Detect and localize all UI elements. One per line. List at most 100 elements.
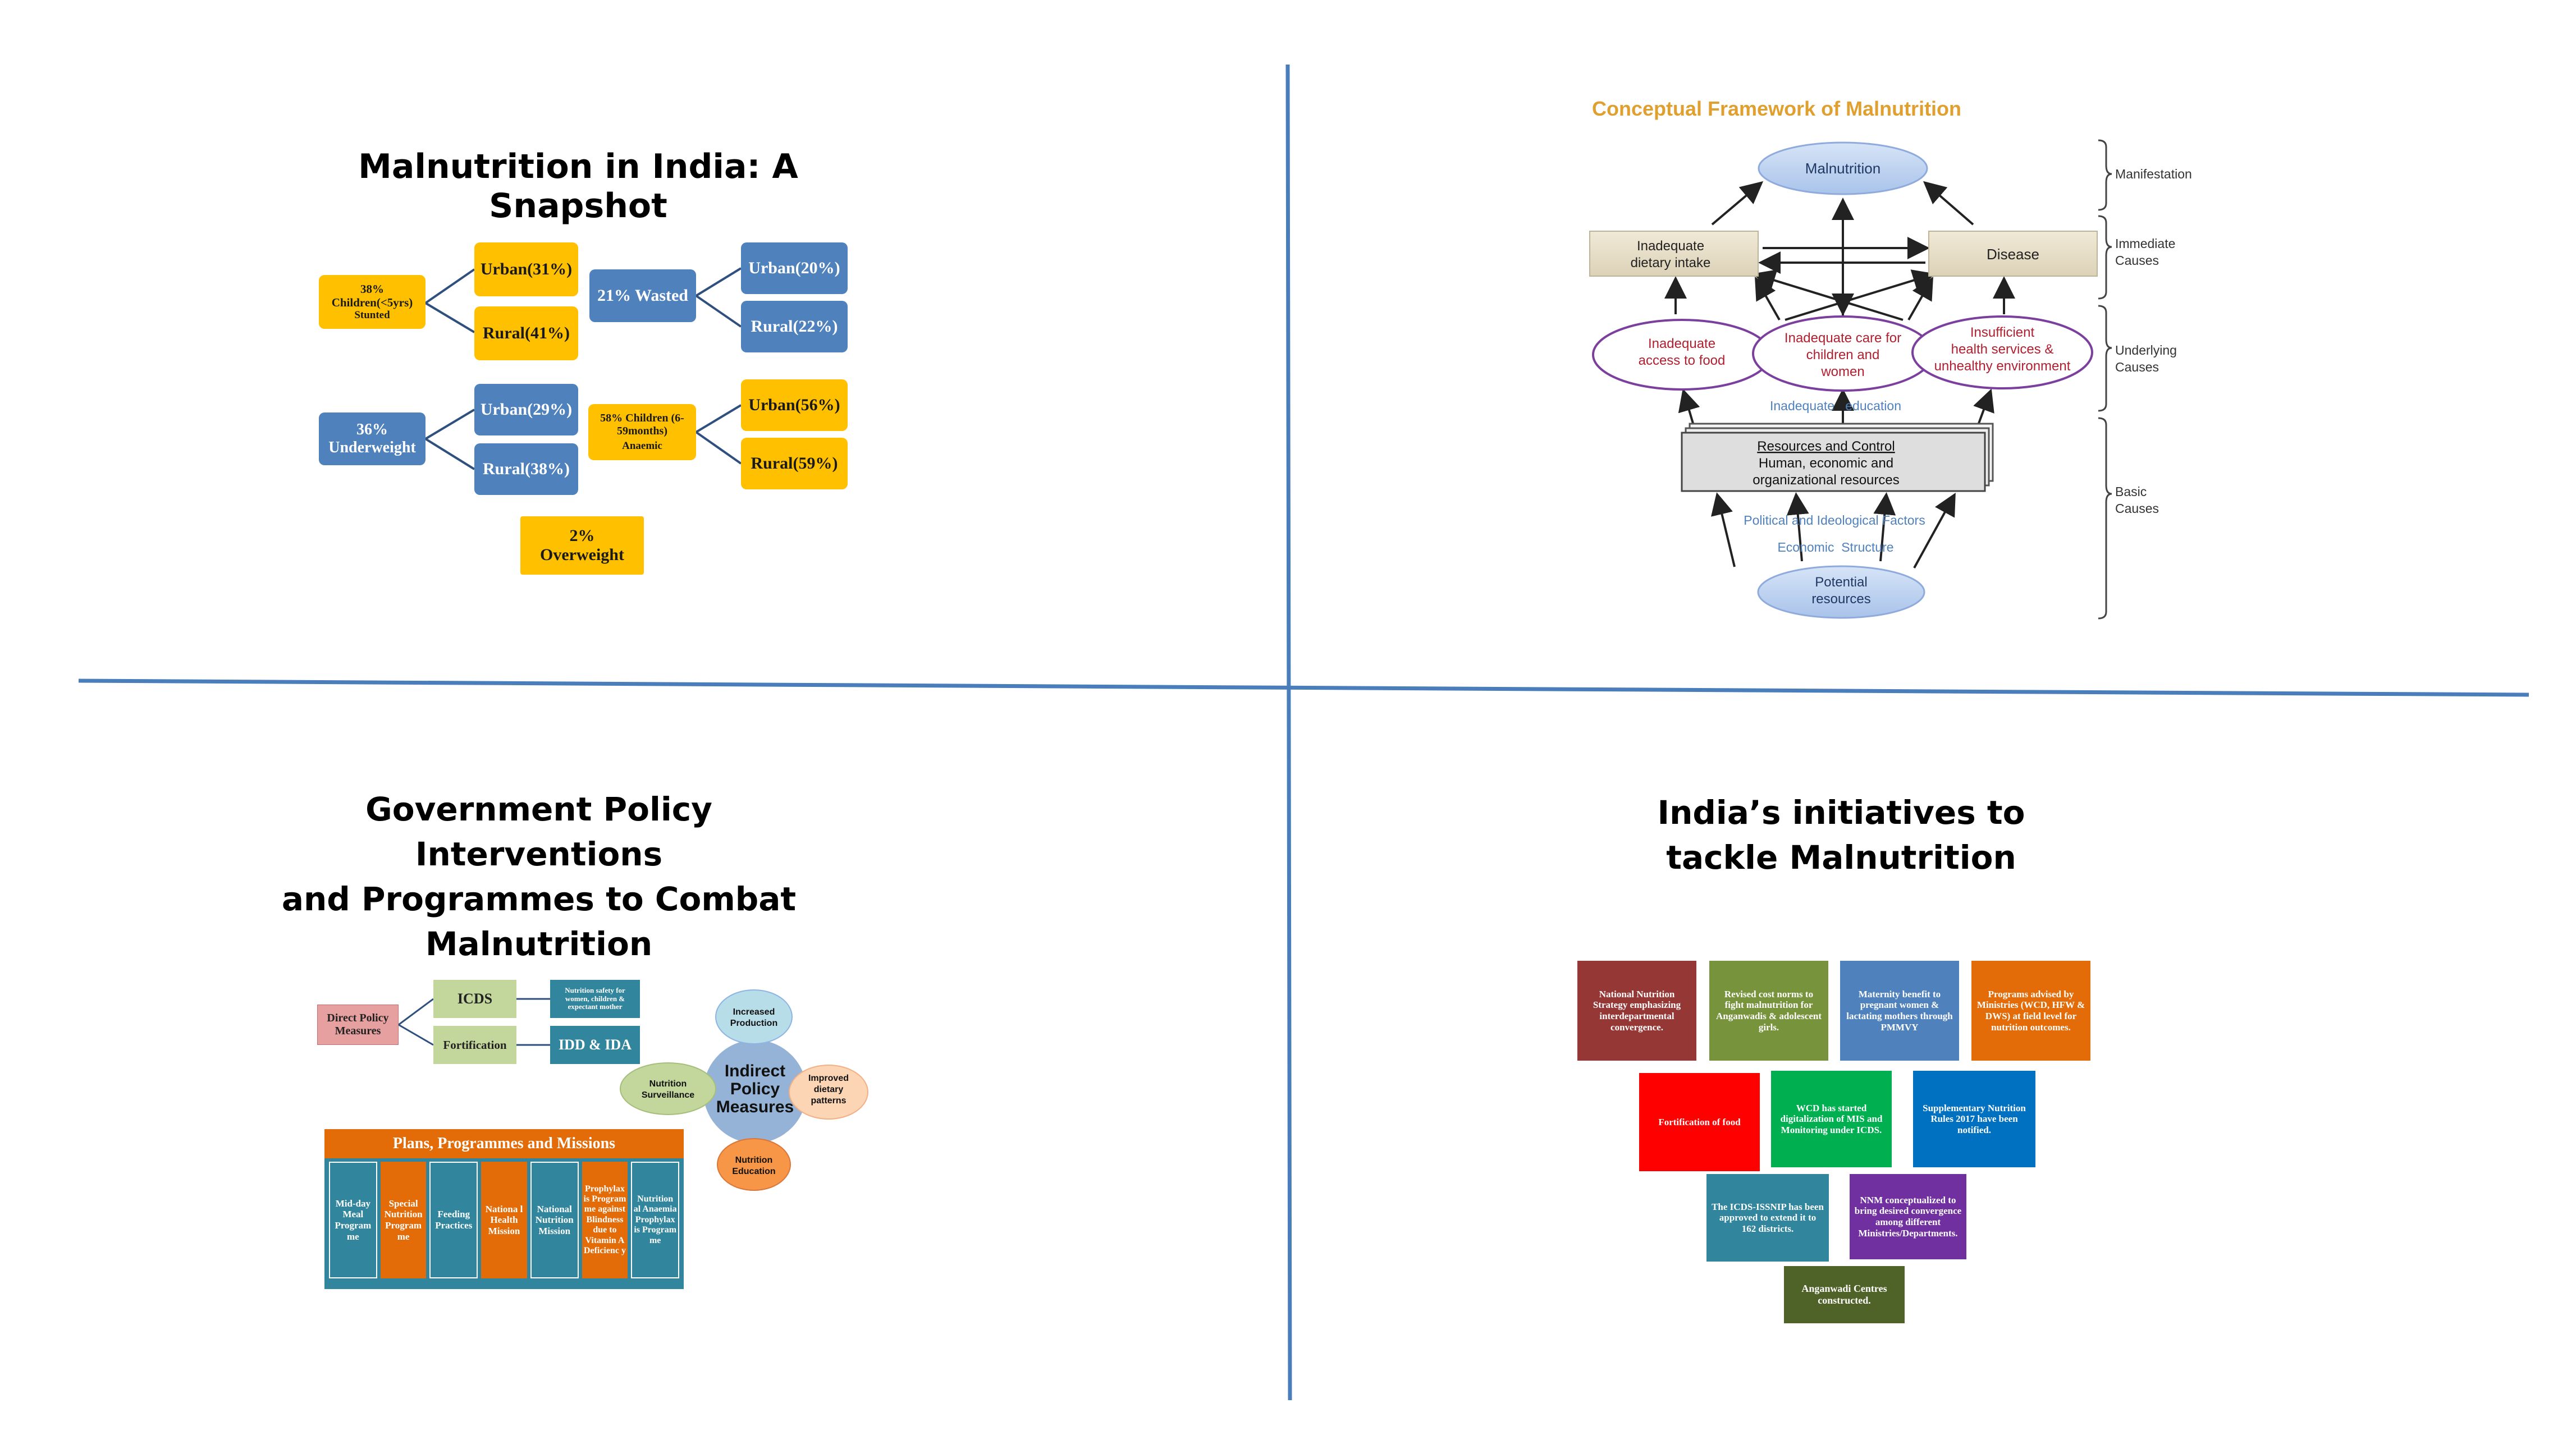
stunted-urban: Urban(31%) [474, 242, 578, 296]
plan-item: Mid-day Meal Program me [329, 1162, 377, 1278]
anaemic-node: 58% Children (6- 59months) Anaemic [588, 404, 696, 460]
inadequate-care-line-2: children and [1806, 347, 1880, 363]
access-food-line-1: Inadequate [1648, 336, 1715, 351]
health-services-line-2: health services & [1951, 342, 2054, 357]
overweight-node: 2% Overweight [520, 516, 644, 575]
anaemic-rural: Rural(59%) [741, 438, 848, 489]
nutrition-safety-box: Nutrition safety for women, children & e… [550, 980, 640, 1018]
wasted-node: 21% Wasted [589, 269, 696, 322]
initiative-box: WCD has started digitalization of MIS an… [1771, 1071, 1892, 1167]
framework-title: Conceptual Framework of Malnutrition [1592, 97, 1961, 120]
level-underlying-1: Underlying [2115, 343, 2177, 357]
anaemic-sub: Anaemic [622, 440, 662, 452]
resources-line-3: organizational resources [1753, 473, 1899, 488]
education-line-2: Education [732, 1167, 775, 1176]
initiative-box: The ICDS-ISSNIP has been approved to ext… [1706, 1174, 1829, 1262]
surveillance-line-2: Surveillance [642, 1090, 694, 1100]
underweight-line-1: 36% [356, 420, 388, 438]
indirect-line-2: Policy [730, 1080, 780, 1098]
snapshot-title: Malnutrition in India: A Snapshot [358, 147, 798, 226]
policy-title: Government Policy Interventions and Prog… [247, 787, 831, 966]
plan-item: Nationa l Health Mission [481, 1162, 527, 1278]
level-manifestation: Manifestation [2115, 167, 2192, 181]
health-services-ellipse [1911, 315, 2093, 389]
initiative-box: National Nutrition Strategy emphasizing … [1577, 961, 1696, 1061]
initiative-box: Programs advised by Ministries (WCD, HFW… [1971, 961, 2090, 1061]
underweight-urban: Urban(29%) [474, 384, 578, 435]
plans-items: Mid-day Meal Program me Special Nutritio… [329, 1162, 680, 1278]
nutrition-surveillance-ellipse [620, 1062, 716, 1115]
plans-header: Plans, Programmes and Missions [324, 1129, 684, 1158]
underweight-rural: Rural(38%) [474, 443, 578, 495]
resources-line-2: Human, economic and [1759, 456, 1893, 471]
initiative-box: Anganwadi Centres constructed. [1784, 1266, 1905, 1323]
direct-policy-line-1: Direct Policy [327, 1012, 389, 1024]
health-services-line-1: Insufficient [1970, 325, 2035, 340]
initiative-box: Fortification of food [1639, 1073, 1760, 1171]
stunted-node: 38% Children(<5yrs) Stunted [319, 275, 425, 329]
resources-line-1: Resources and Control [1757, 439, 1895, 454]
resources-box [1681, 432, 1986, 492]
access-food-line-2: access to food [1639, 353, 1726, 368]
economic-structure-label: Economic Structure [1777, 540, 1893, 554]
malnutrition-label: Malnutrition [1805, 160, 1880, 177]
plan-item: Special Nutrition Program me [380, 1162, 427, 1278]
inadequate-care-line-1: Inadequate care for [1785, 331, 1901, 346]
increased-production-ellipse [715, 989, 793, 1044]
potential-resources-line-2: resources [1811, 591, 1870, 607]
idd-ida-box: IDD & IDA [550, 1026, 640, 1064]
anaemic-line-1: 58% Children (6- [600, 412, 684, 425]
anaemic-line-2: 59months) [616, 425, 667, 438]
level-underlying-2: Causes [2115, 360, 2159, 374]
overweight-line-1: 2% [569, 526, 595, 545]
disease-label: Disease [1987, 246, 2039, 263]
wasted-rural: Rural(22%) [741, 301, 848, 352]
improved-line-2: dietary [814, 1085, 844, 1094]
potential-resources-line-1: Potential [1815, 575, 1867, 590]
stunted-sub: Stunted [354, 309, 390, 322]
indirect-policy-circle [703, 1040, 807, 1143]
initiatives-title-line-1: India’s initiatives to [1657, 794, 2025, 832]
initiative-box: Maternity benefit to pregnant women & la… [1840, 961, 1959, 1061]
increased-line-1: Increased [733, 1007, 775, 1017]
dietary-intake-line-1: Inadequate [1637, 239, 1704, 254]
plan-item: National Nutrition Mission [530, 1162, 579, 1278]
inadequate-education-label: Inadequate education [1770, 398, 1901, 413]
initiatives-title: India’s initiatives to tackle Malnutriti… [1544, 790, 2139, 880]
education-line-1: Nutrition [735, 1155, 773, 1165]
health-services-line-3: unhealthy environment [1934, 359, 2071, 374]
increased-line-2: Production [730, 1019, 777, 1028]
inadequate-care-line-3: women [1820, 364, 1864, 379]
level-immediate-1: Immediate [2115, 236, 2175, 251]
level-immediate-2: Causes [2115, 253, 2159, 268]
policy-title-line-1: Government Policy Interventions [365, 790, 712, 873]
anaemic-urban: Urban(56%) [741, 379, 848, 431]
indirect-line-1: Indirect [725, 1062, 785, 1080]
stunted-line-1: 38% [360, 282, 384, 296]
conceptual-framework: Conceptual Framework of Malnutrition Mal… [1589, 97, 2192, 620]
disease-box [1928, 231, 2098, 277]
direct-policy-box: Direct Policy Measures [317, 1005, 399, 1045]
improved-line-1: Improved [808, 1074, 849, 1083]
underweight-node: 36% Underweight [319, 412, 425, 465]
level-basic-1: Basic [2115, 484, 2147, 499]
malnutrition-ellipse [1758, 141, 1928, 195]
improved-line-3: patterns [811, 1096, 846, 1106]
indirect-line-3: Measures [716, 1098, 794, 1116]
plan-item: Feeding Practices [429, 1162, 478, 1278]
dietary-intake-box [1589, 231, 1759, 277]
wasted-urban: Urban(20%) [741, 242, 848, 294]
policy-diagram: Indirect Policy Measures Increased Produ… [398, 989, 868, 1191]
direct-policy-line-2: Measures [335, 1025, 381, 1037]
potential-resources-ellipse [1757, 565, 1925, 619]
dietary-intake-line-2: dietary intake [1631, 255, 1711, 270]
icds-box: ICDS [433, 980, 516, 1018]
stunted-rural: Rural(41%) [474, 306, 578, 360]
improved-dietary-ellipse [789, 1065, 868, 1120]
plan-item: Nutrition al Anaemia Prophylax is Progra… [631, 1162, 680, 1278]
policy-title-line-2: and Programmes to Combat [281, 880, 797, 918]
snapshot-connectors [424, 267, 742, 470]
stunted-line-2: Children(<5yrs) [331, 296, 413, 310]
initiative-box: Revised cost norms to fight malnutrition… [1709, 961, 1828, 1061]
